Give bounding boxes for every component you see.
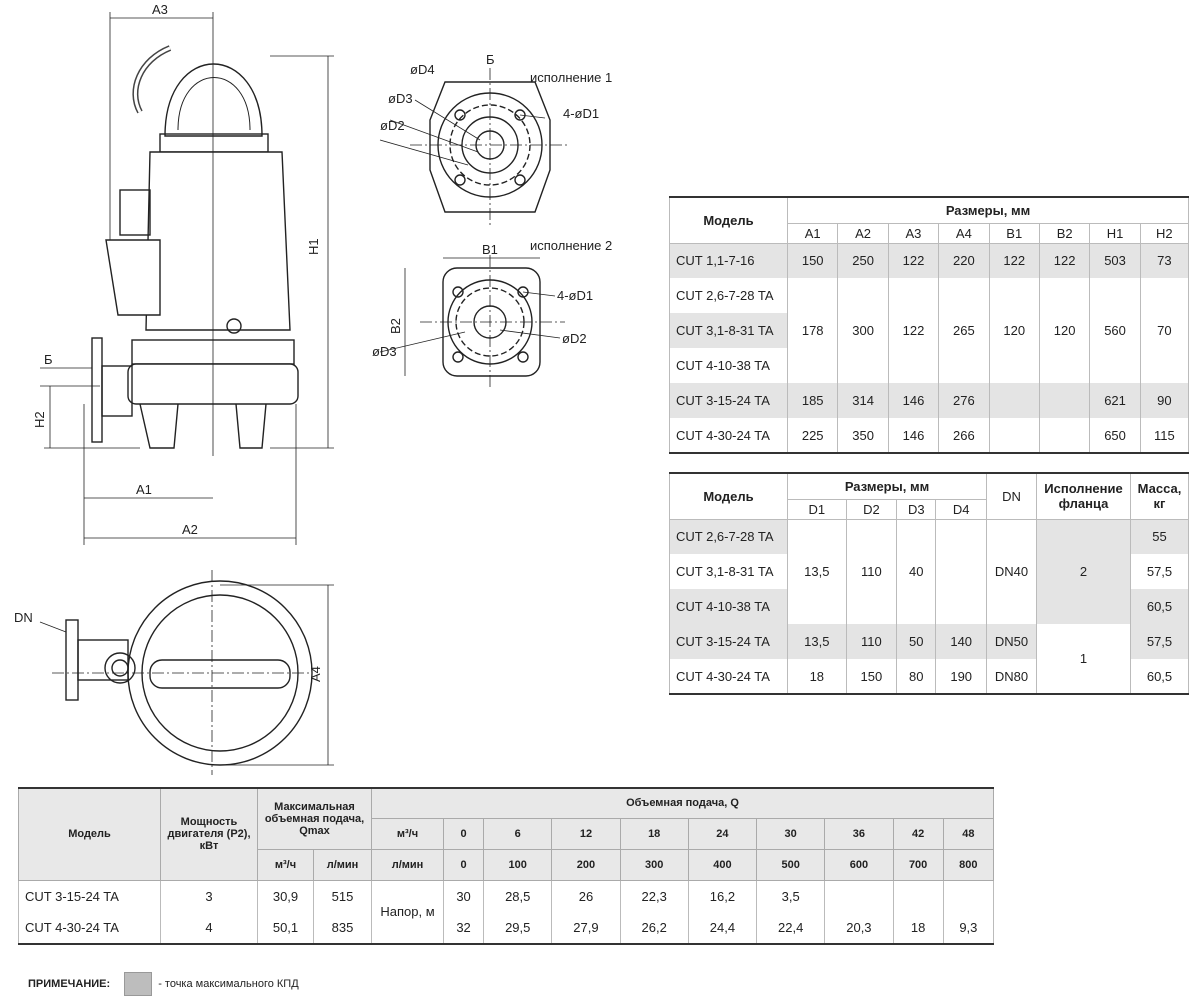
label-d2: øD2 xyxy=(380,118,405,133)
t1-col-h2: H2 xyxy=(1139,222,1190,244)
table-row: CUT 3-15-24 TA 3 30,9 515 Напор, м 30 28… xyxy=(18,880,995,944)
t3-qmax-unit-m3h: м³/ч xyxy=(257,848,314,881)
performance-table: Модель Мощность двигателя (P2), кВт Макс… xyxy=(18,787,995,945)
t1-col-a1: A1 xyxy=(786,222,839,244)
cable-gland xyxy=(119,189,151,236)
note-text: - точка максимального КПД xyxy=(158,978,299,990)
pump-discharge-flange xyxy=(91,337,103,443)
t1-model-header: Модель xyxy=(669,196,788,244)
pump-plan-flange xyxy=(65,619,79,701)
label-h2: H2 xyxy=(32,411,47,428)
label-dn: DN xyxy=(14,610,33,625)
t3-unit-lmin: л/мин xyxy=(371,848,444,881)
pump-motor-body xyxy=(145,151,291,331)
t2-mass-header: Масса, кг xyxy=(1130,472,1189,520)
label-d2-variant2: øD2 xyxy=(562,331,587,346)
table-row: CUT 3-15-24 TA 13,5 110 50 140 DN50 1 57… xyxy=(669,624,1189,694)
t3-qmax-unit-lmin: л/мин xyxy=(313,848,372,881)
label-b2: B2 xyxy=(388,318,403,334)
label-variant-1: исполнение 1 xyxy=(530,70,612,85)
t3-model-header: Модель xyxy=(18,787,161,881)
label-b1: B1 xyxy=(482,242,498,257)
t1-col-h1: H1 xyxy=(1089,222,1141,244)
label-h1: H1 xyxy=(306,238,321,255)
flange-variant-1 xyxy=(429,81,551,213)
label-a2: A2 xyxy=(182,522,198,537)
t1-col-a4: A4 xyxy=(938,222,990,244)
t1-col-b2: B2 xyxy=(1038,222,1091,244)
pump-foot-left xyxy=(139,403,179,449)
table-row: CUT 4-30-24 TA 225 350 146 266 650 115 xyxy=(669,418,1190,453)
t1-col-a2: A2 xyxy=(837,222,889,244)
label-holes-2: 4-øD1 xyxy=(557,288,593,303)
label-d3-variant2: øD3 xyxy=(372,344,397,359)
t1-col-a3: A3 xyxy=(887,222,940,244)
t3-flow-header: Объемная подача, Q xyxy=(371,787,994,819)
t3-unit-m3h: м³/ч xyxy=(371,817,444,850)
t2-col-d4: D4 xyxy=(935,498,987,520)
t2-group-header: Размеры, мм xyxy=(787,472,987,500)
t1-col-b1: B1 xyxy=(988,222,1040,244)
label-b-top: Б xyxy=(486,52,495,67)
t2-col-d3: D3 xyxy=(896,498,937,520)
label-b: Б xyxy=(44,352,53,367)
table-row: CUT 1,1-7-16 150 250 122 220 122 122 503… xyxy=(669,243,1190,278)
t3-qmax-header: Максимальная объемная подача, Qmax xyxy=(257,787,372,850)
table-row: CUT 4-10-38 TA 60,5 xyxy=(669,589,1189,624)
table-row: CUT 4-10-38 TA xyxy=(669,348,1189,383)
dimensions-table-b: Модель Размеры, мм DN Исполнение фланца … xyxy=(669,472,1189,695)
t2-col-d1: D1 xyxy=(787,498,847,520)
pump-foot-right xyxy=(235,403,267,449)
label-a4: A4 xyxy=(308,666,323,682)
table-row: CUT 4-30-24 TA 18 150 80 190 DN80 60,5 xyxy=(669,659,1189,694)
table-row: CUT 3,1-8-31 TA 57,5 xyxy=(669,554,1189,589)
label-d4: øD4 xyxy=(410,62,435,77)
t3-head-label: Напор, м xyxy=(371,880,444,944)
max-efficiency-swatch xyxy=(124,972,153,996)
table-row: CUT 3-15-24 TA 185 314 146 276 621 90 xyxy=(669,383,1190,418)
label-a3: A3 xyxy=(152,2,168,17)
table-row: CUT 4-30-24 TA 4 50,1 835 32 29,5 27,9 2… xyxy=(18,912,995,944)
table-row: CUT 3,1-8-31 TA xyxy=(669,313,1189,348)
t1-group-header: Размеры, мм xyxy=(787,196,1189,224)
pump-plan-handle xyxy=(149,659,291,689)
note-label: ПРИМЕЧАНИЕ: xyxy=(28,978,111,990)
table-row: CUT 2,6-7-28 TA 178 300 122 265 120 120 … xyxy=(669,278,1190,383)
t2-dn-header: DN xyxy=(986,472,1037,520)
t2-model-header: Модель xyxy=(669,472,788,520)
t3-power-header: Мощность двигателя (P2), кВт xyxy=(160,787,258,881)
dimensions-table-a: Модель Размеры, мм A1 A2 A3 A4 B1 B2 H1 … xyxy=(669,196,1190,454)
label-d3: øD3 xyxy=(388,91,413,106)
table-row: CUT 2,6-7-28 TA 13,5 110 40 DN40 2 55 xyxy=(669,519,1189,624)
label-variant-2: исполнение 2 xyxy=(530,238,612,253)
pump-side-box xyxy=(105,239,161,316)
t2-col-d2: D2 xyxy=(845,498,898,520)
pump-handle xyxy=(164,63,263,137)
label-holes-1: 4-øD1 xyxy=(563,106,599,121)
label-a1: A1 xyxy=(136,482,152,497)
footnote: ПРИМЕЧАНИЕ: - точка максимального КПД xyxy=(28,971,299,997)
t2-flange-header: Исполнение фланца xyxy=(1036,472,1131,520)
technical-drawing: A3 H1 Б H2 A1 A2 DN A4 øD4 øD3 øD2 Б исп… xyxy=(14,2,612,775)
